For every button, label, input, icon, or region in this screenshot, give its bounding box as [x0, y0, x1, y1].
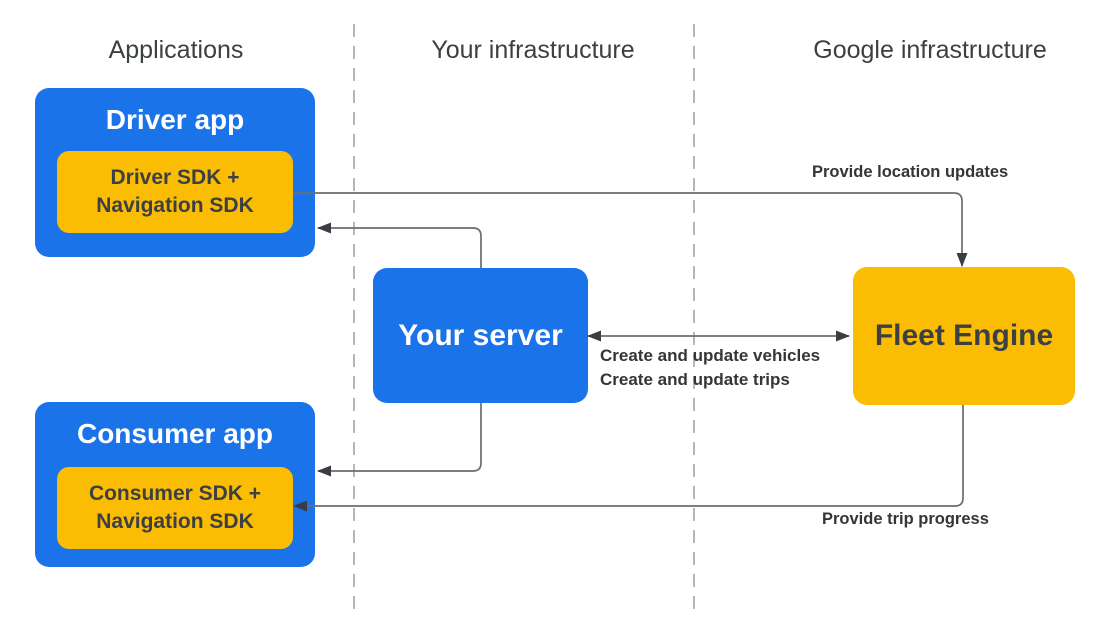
label-provide-trip-progress: Provide trip progress: [822, 510, 989, 528]
label-create-update-trips: Create and update trips: [600, 370, 790, 389]
arrow-server-to-driver-app: [317, 222, 482, 268]
column-heading-your-infrastructure: Your infrastructure: [431, 36, 635, 64]
driver-sdk-line-2: Navigation SDK: [96, 194, 254, 217]
consumer-app-title: Consumer app: [76, 418, 274, 449]
arrow-trip-progress: [293, 405, 964, 512]
arrow-location-updates: [293, 192, 968, 267]
driver-sdk-line-1: Driver SDK +: [110, 166, 240, 189]
driver-sdk-box: Driver SDK + Navigation SDK: [57, 151, 293, 233]
consumer-sdk-box: Consumer SDK + Navigation SDK: [57, 467, 293, 549]
column-heading-google-infrastructure: Google infrastructure: [813, 36, 1047, 64]
consumer-app-node: Consumer app Consumer SDK + Navigation S…: [35, 402, 315, 567]
driver-app-title: Driver app: [105, 104, 245, 135]
driver-app-node: Driver app Driver SDK + Navigation SDK: [35, 88, 315, 257]
consumer-sdk-line-2: Navigation SDK: [96, 510, 254, 533]
label-create-update-vehicles: Create and update vehicles: [600, 346, 821, 365]
your-server-node: Your server: [373, 268, 588, 403]
arrow-server-to-consumer-app: [317, 403, 482, 477]
column-heading-applications: Applications: [108, 36, 244, 64]
fleet-engine-node: Fleet Engine: [853, 267, 1075, 405]
consumer-sdk-line-1: Consumer SDK +: [88, 482, 262, 505]
label-provide-location-updates: Provide location updates: [812, 163, 1009, 181]
